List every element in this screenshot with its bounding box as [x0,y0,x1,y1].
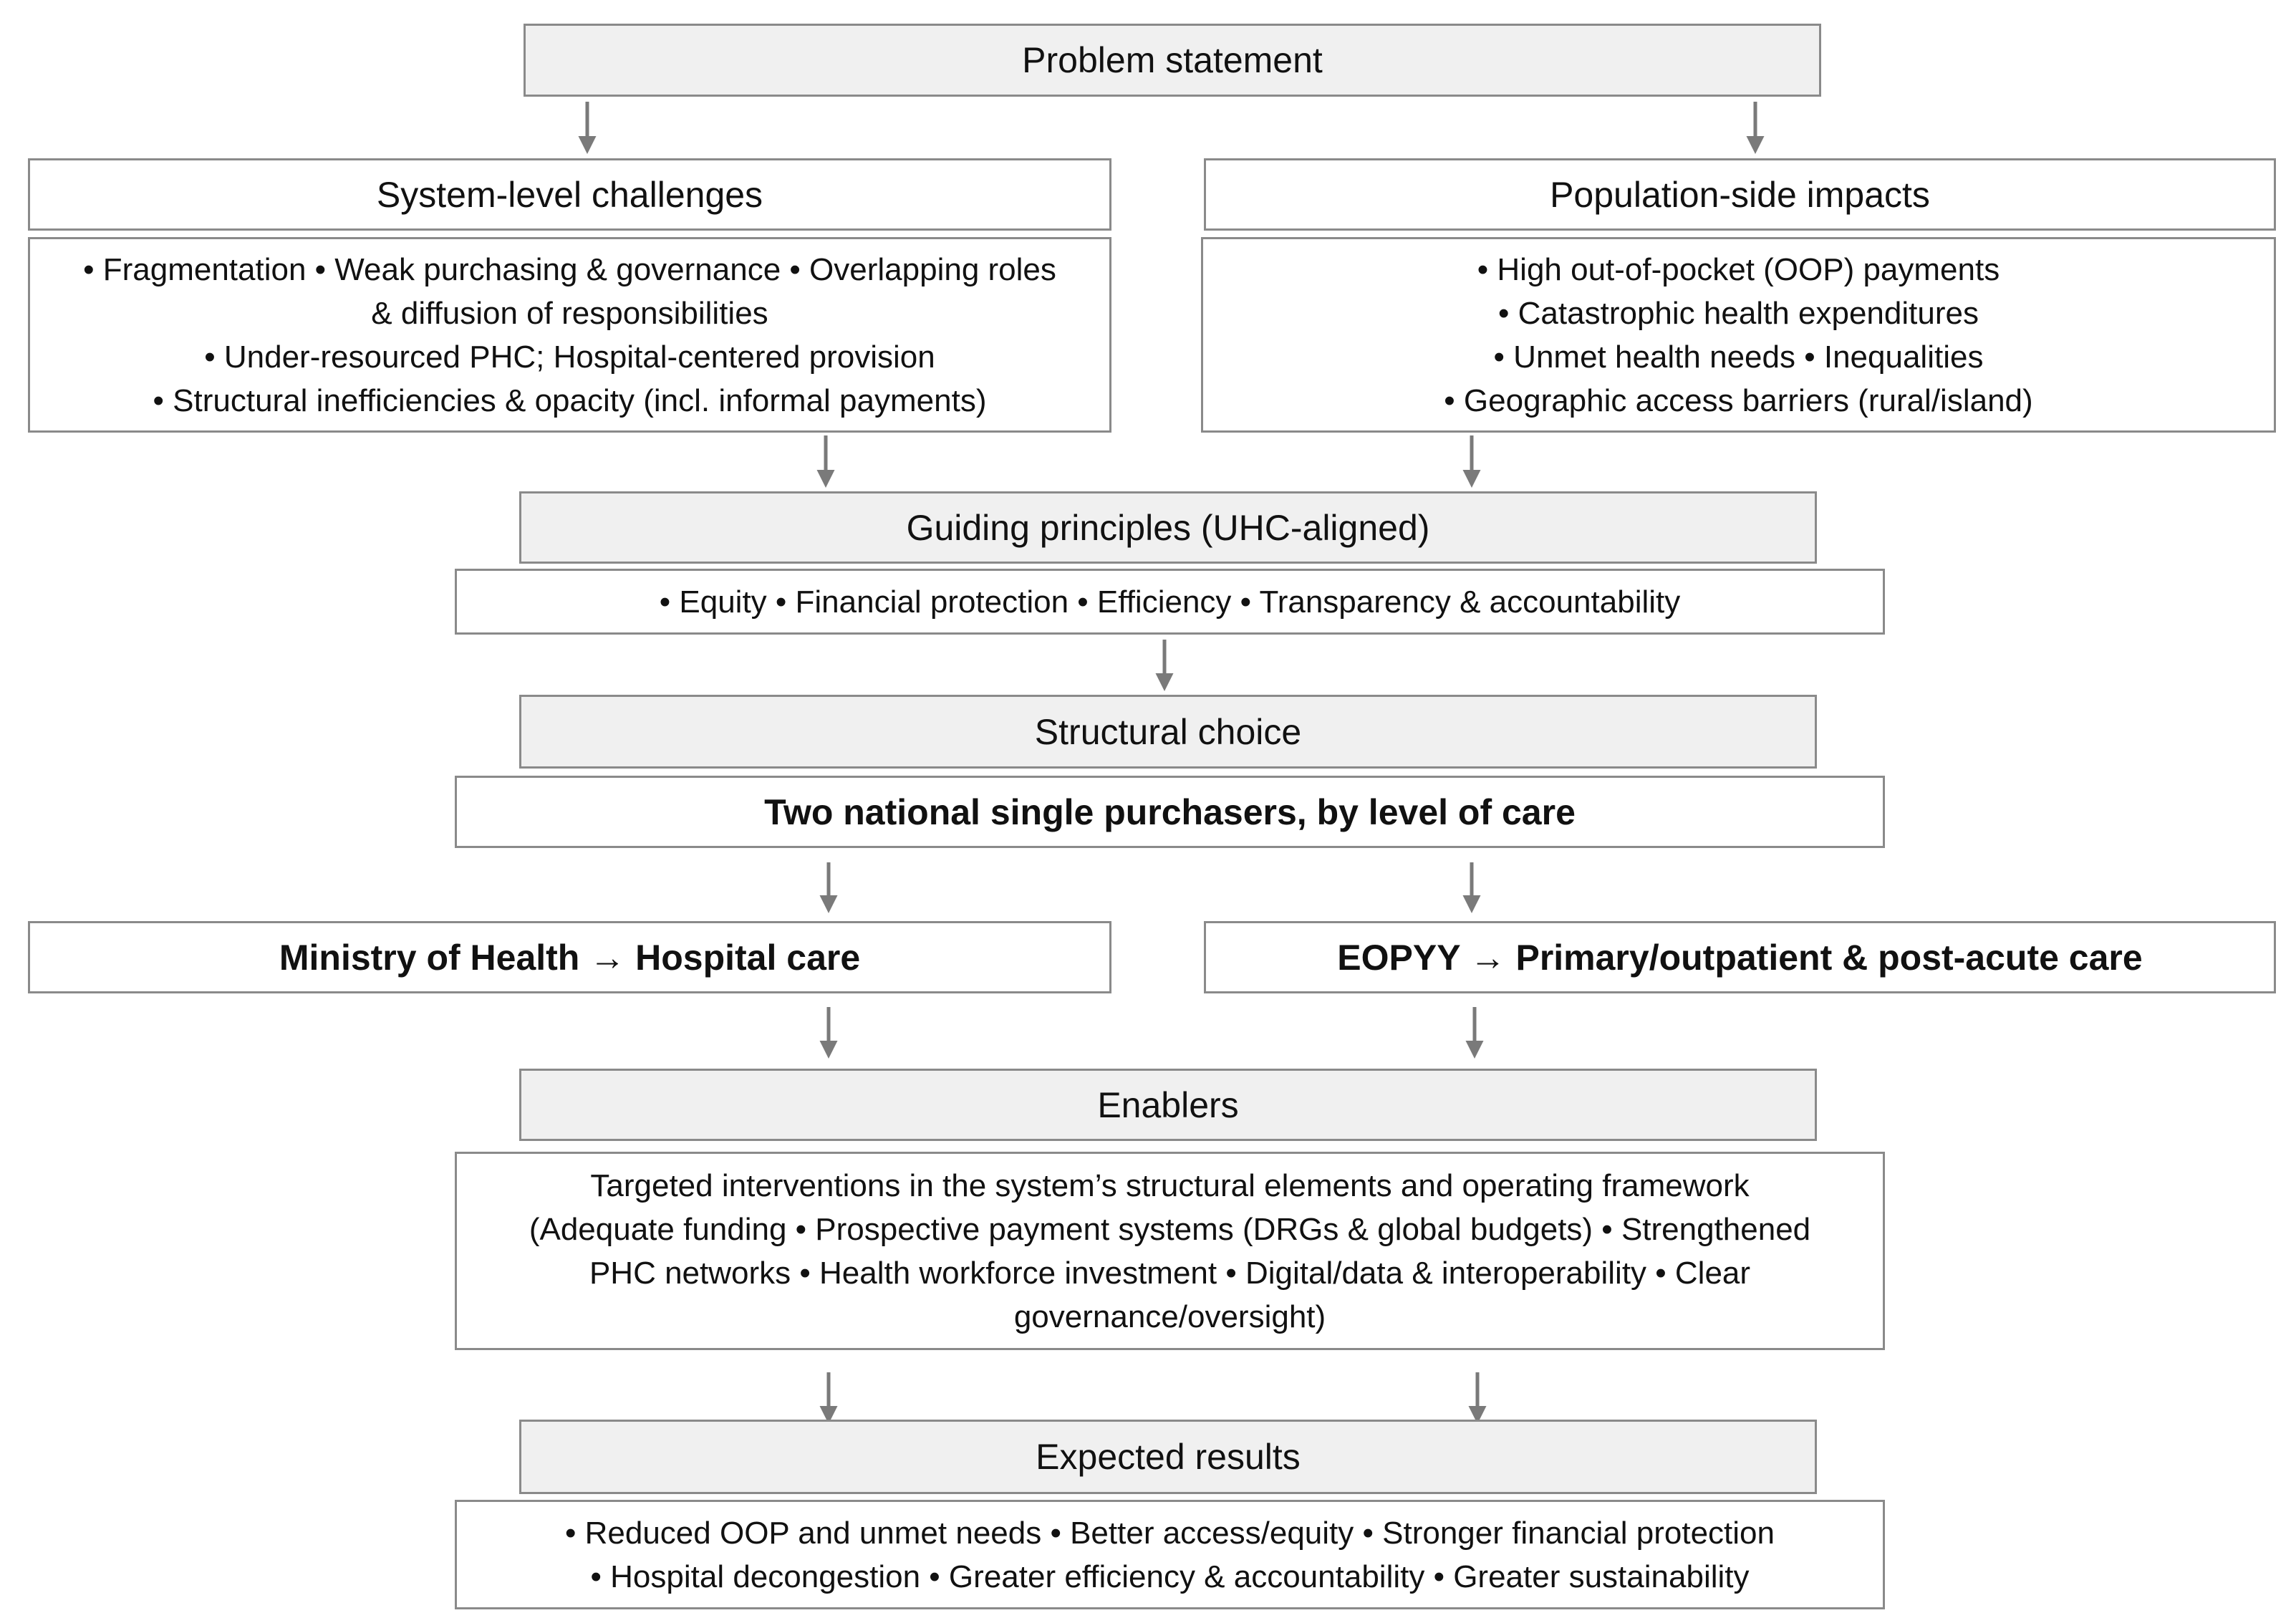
structural-choice-header: Structural choice [519,695,1817,769]
enablers-header: Enablers [519,1069,1817,1141]
structural-choice-text: Two national single purchasers, by level… [764,791,1576,832]
population-impacts-header: Population-side impacts [1204,158,2276,231]
population-line-3: • Unmet health needs • Inequalities [1493,339,1984,375]
guiding-principles-header: Guiding principles (UHC-aligned) [519,491,1817,564]
guiding-principles-text: • Equity • Financial protection • Effici… [659,584,1681,620]
system-challenges-list: • Fragmentation • Weak purchasing & gove… [28,237,1111,433]
results-line-2: • Hospital decongestion • Greater effici… [590,1559,1750,1594]
guiding-principles-list: • Equity • Financial protection • Effici… [455,569,1885,635]
expected-results-header: Expected results [519,1420,1817,1494]
population-impacts-list: • High out-of-pocket (OOP) payments • Ca… [1201,237,2276,433]
system-line-3: • Under-resourced PHC; Hospital-centered… [204,339,935,375]
problem-statement-title: Problem statement [1022,40,1323,80]
problem-statement-box: Problem statement [524,24,1821,97]
enablers-line-4: governance/oversight) [1013,1299,1326,1334]
enablers-line-1: Targeted interventions in the system’s s… [590,1167,1750,1203]
system-line-1: • Fragmentation • Weak purchasing & gove… [83,251,1056,287]
enablers-line-2: (Adequate funding • Prospective payment … [529,1211,1811,1247]
system-challenges-title: System-level challenges [376,174,763,215]
enablers-title: Enablers [1097,1084,1239,1125]
guiding-principles-title: Guiding principles (UHC-aligned) [906,507,1430,548]
ministry-hospital-text: Ministry of Health → Hospital care [279,937,861,978]
population-line-1: • High out-of-pocket (OOP) payments [1477,251,2000,287]
population-line-4: • Geographic access barriers (rural/isla… [1444,382,2033,418]
structural-choice-title: Structural choice [1034,711,1302,752]
structural-choice-detail: Two national single purchasers, by level… [455,776,1885,848]
system-challenges-header: System-level challenges [28,158,1111,231]
ministry-hospital-box: Ministry of Health → Hospital care [28,921,1111,993]
results-line-1: • Reduced OOP and unmet needs • Better a… [564,1515,1775,1551]
enablers-list: Targeted interventions in the system’s s… [455,1152,1885,1350]
population-impacts-title: Population-side impacts [1550,174,1930,215]
expected-results-list: • Reduced OOP and unmet needs • Better a… [455,1500,1885,1609]
enablers-line-3: PHC networks • Health workforce investme… [589,1255,1751,1291]
expected-results-title: Expected results [1036,1437,1301,1477]
eopyy-primary-box: EOPYY → Primary/outpatient & post-acute … [1204,921,2276,993]
eopyy-primary-text: EOPYY → Primary/outpatient & post-acute … [1337,937,2143,978]
system-line-2: & diffusion of responsibilities [371,295,768,331]
system-line-4: • Structural inefficiencies & opacity (i… [153,382,987,418]
population-line-2: • Catastrophic health expenditures [1498,295,1979,331]
